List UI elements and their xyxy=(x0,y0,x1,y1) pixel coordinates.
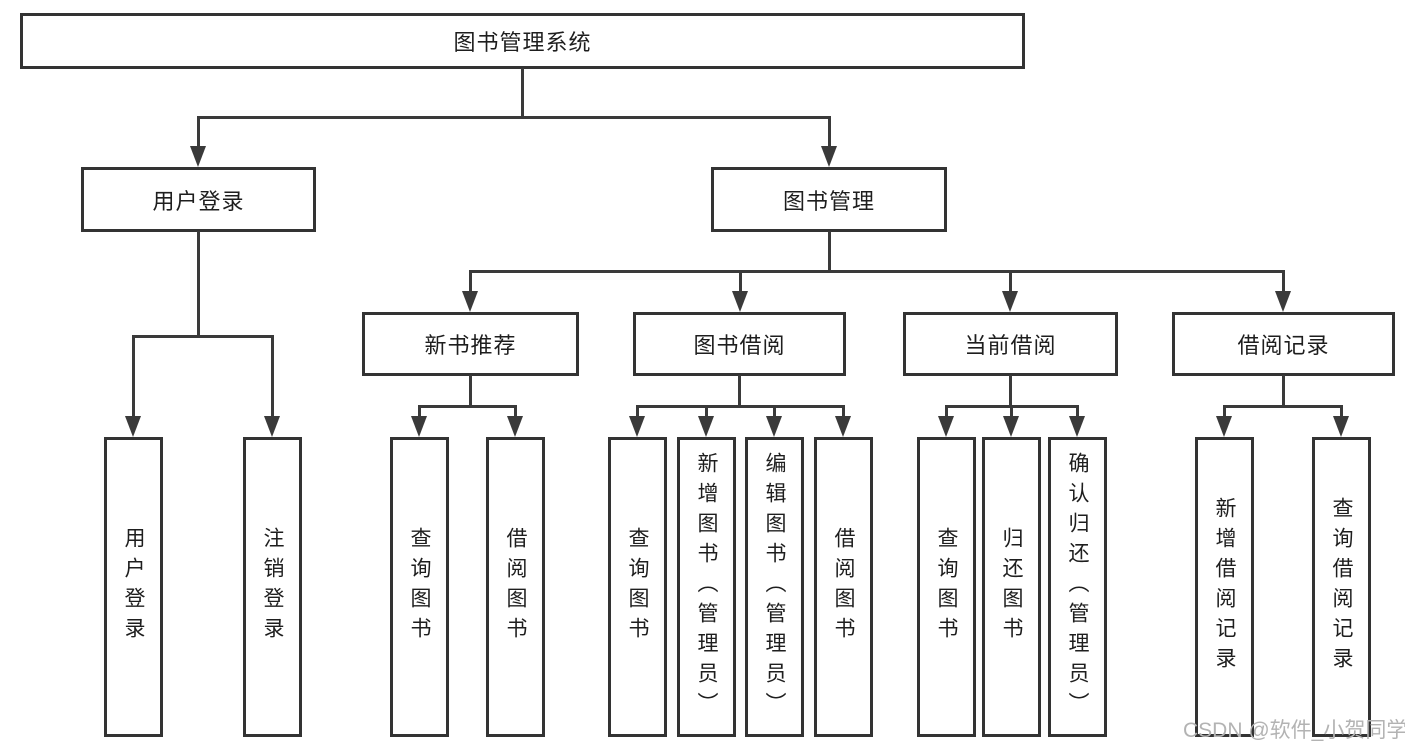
leaf-user-login-label: 用户登录 xyxy=(122,527,145,647)
leaf-add-book: 新增图书（管理员） xyxy=(677,437,736,737)
connector-arrow-current-borrow-shaft xyxy=(1009,270,1012,294)
connector-arrow-borrow-record-shaft xyxy=(1282,270,1285,294)
arrowhead-return-book xyxy=(1003,416,1019,437)
connector-arrow-shaft xyxy=(705,405,708,419)
arrowhead-query-book-2 xyxy=(629,416,645,437)
arrowhead-add-book xyxy=(698,416,714,437)
connector-level3-rail xyxy=(469,270,1285,273)
arrowhead-query-book-1 xyxy=(411,416,427,437)
node-book-borrow: 图书借阅 xyxy=(633,312,846,376)
leaf-query-book-2: 查询图书 xyxy=(608,437,667,737)
arrowhead-add-record xyxy=(1216,416,1232,437)
connector-arrow-book-mgmt-shaft xyxy=(828,116,831,149)
arrowhead-book-borrow xyxy=(732,291,748,312)
node-root-label: 图书管理系统 xyxy=(453,30,592,55)
connector-borrow-record-stem xyxy=(1282,375,1285,407)
connector-book-borrow-stem xyxy=(738,375,741,407)
arrowhead-current-borrow xyxy=(1002,291,1018,312)
node-borrow-record: 借阅记录 xyxy=(1172,312,1395,376)
connector-arrow-shaft xyxy=(945,405,948,419)
arrowhead-book-mgmt xyxy=(821,146,837,167)
arrowhead-query-book-3 xyxy=(938,416,954,437)
leaf-user-login: 用户登录 xyxy=(104,437,163,737)
watermark-text: CSDN @软件_小贺同学 xyxy=(1183,719,1405,742)
arrowhead-borrow-book-2 xyxy=(835,416,851,437)
leaf-borrow-book-1: 借阅图书 xyxy=(486,437,545,737)
node-new-rec-label: 新书推荐 xyxy=(424,333,517,358)
arrowhead-confirm-return xyxy=(1069,416,1085,437)
connector-arrow-shaft xyxy=(1340,405,1343,419)
leaf-query-book-1-label: 查询图书 xyxy=(408,527,431,647)
node-user-login: 用户登录 xyxy=(81,167,316,232)
connector-level2-rail xyxy=(197,116,831,119)
node-book-mgmt: 图书管理 xyxy=(711,167,947,232)
connector-arrow-shaft xyxy=(773,405,776,419)
connector-user-login-stem xyxy=(197,231,200,337)
connector-user-login-rail xyxy=(132,335,274,338)
leaf-return-book: 归还图书 xyxy=(982,437,1041,737)
leaf-edit-book: 编辑图书（管理员） xyxy=(745,437,804,737)
leaf-query-book-3: 查询图书 xyxy=(917,437,976,737)
leaf-logout-label: 注销登录 xyxy=(261,527,284,647)
leaf-edit-book-label: 编辑图书（管理员） xyxy=(763,452,786,722)
connector-borrow-record-rail xyxy=(1223,405,1343,408)
arrowhead-new-rec xyxy=(462,291,478,312)
arrowhead-user-login xyxy=(190,146,206,167)
leaf-logout: 注销登录 xyxy=(243,437,302,737)
leaf-query-record-label: 查询借阅记录 xyxy=(1330,497,1353,677)
connector-arrow-shaft xyxy=(418,405,421,419)
leaf-add-book-label: 新增图书（管理员） xyxy=(695,452,718,722)
leaf-query-book-3-label: 查询图书 xyxy=(935,527,958,647)
leaf-borrow-book-2: 借阅图书 xyxy=(814,437,873,737)
arrowhead-query-record xyxy=(1333,416,1349,437)
connector-book-mgmt-stem xyxy=(828,231,831,272)
connector-arrow-shaft xyxy=(1076,405,1079,419)
node-root: 图书管理系统 xyxy=(20,13,1025,69)
leaf-confirm-return-label: 确认归还（管理员） xyxy=(1066,452,1089,722)
leaf-borrow-book-1-label: 借阅图书 xyxy=(504,527,527,647)
connector-root-stem xyxy=(521,68,524,117)
connector-arrow-user-login-shaft xyxy=(197,116,200,149)
connector-arrow-shaft xyxy=(1010,405,1013,419)
node-book-borrow-label: 图书借阅 xyxy=(693,333,786,358)
connector-arrow-login-leaf-shaft xyxy=(132,335,135,419)
connector-new-rec-stem xyxy=(469,375,472,407)
connector-arrow-shaft xyxy=(1223,405,1226,419)
leaf-confirm-return: 确认归还（管理员） xyxy=(1048,437,1107,737)
connector-arrow-logout-leaf-shaft xyxy=(271,335,274,419)
connector-arrow-shaft xyxy=(842,405,845,419)
arrowhead-edit-book xyxy=(766,416,782,437)
arrowhead-logout-leaf xyxy=(264,416,280,437)
leaf-add-record: 新增借阅记录 xyxy=(1195,437,1254,737)
node-borrow-record-label: 借阅记录 xyxy=(1237,333,1330,358)
arrowhead-borrow-book-1 xyxy=(507,416,523,437)
arrowhead-login-leaf xyxy=(125,416,141,437)
node-user-login-label: 用户登录 xyxy=(152,188,245,214)
node-current-borrow-label: 当前借阅 xyxy=(964,333,1057,358)
node-new-rec: 新书推荐 xyxy=(362,312,579,376)
node-book-mgmt-label: 图书管理 xyxy=(782,188,875,214)
connector-arrow-new-rec-shaft xyxy=(469,270,472,294)
connector-current-borrow-stem xyxy=(1009,375,1012,407)
connector-arrow-book-borrow-shaft xyxy=(739,270,742,294)
leaf-return-book-label: 归还图书 xyxy=(1000,527,1023,647)
connector-arrow-shaft xyxy=(514,405,517,419)
arrowhead-borrow-record xyxy=(1275,291,1291,312)
connector-arrow-shaft xyxy=(636,405,639,419)
leaf-query-book-2-label: 查询图书 xyxy=(626,527,649,647)
leaf-add-record-label: 新增借阅记录 xyxy=(1213,497,1236,677)
leaf-borrow-book-2-label: 借阅图书 xyxy=(832,527,855,647)
leaf-query-book-1: 查询图书 xyxy=(390,437,449,737)
connector-book-borrow-rail xyxy=(636,405,845,408)
connector-new-rec-rail xyxy=(418,405,517,408)
leaf-query-record: 查询借阅记录 xyxy=(1312,437,1371,737)
node-current-borrow: 当前借阅 xyxy=(903,312,1118,376)
